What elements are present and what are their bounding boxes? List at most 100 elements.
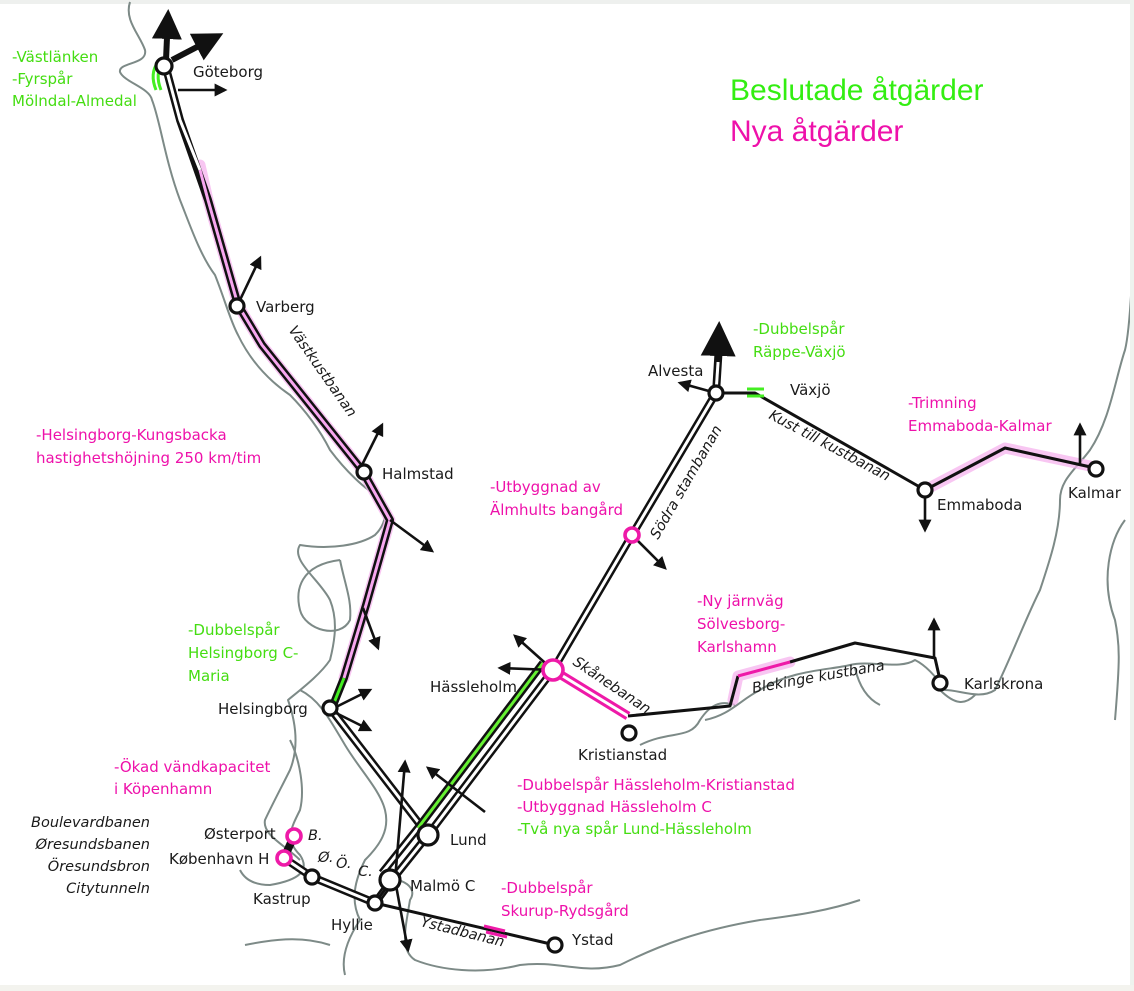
svg-text:-Två nya spår Lund-Hässleholm: -Två nya spår Lund-Hässleholm (517, 820, 752, 838)
station-kastrup[interactable] (303, 868, 321, 886)
label-osterport: Østerport (204, 825, 276, 843)
legend-decided: Beslutade åtgärder (730, 74, 984, 107)
map-border-top (0, 0, 1134, 4)
note-skurup-rydsgard: -Dubbelspår Skurup-Rydsgård (501, 879, 629, 920)
label-ystadbanan: Ystadbanan (419, 914, 506, 950)
line-sodra-stambanan (414, 344, 723, 838)
station-helsingborg[interactable] (321, 699, 339, 717)
note-hassleholm-group: -Dubbelspår Hässleholm-Kristianstad -Utb… (517, 776, 795, 838)
svg-text:Helsingborg C-: Helsingborg C- (188, 644, 298, 662)
coastline-oresund (297, 559, 352, 632)
label-lund: Lund (450, 831, 487, 849)
station-varberg[interactable] (228, 297, 246, 315)
label-kust-till-kustbanan: Kust till kustbanan (766, 407, 892, 484)
coastline-denmark (239, 739, 331, 946)
svg-text:Maria: Maria (188, 667, 230, 685)
svg-text:Mölndal-Almedal: Mölndal-Almedal (12, 92, 137, 110)
annotations: -Västlänken -Fyrspår Mölndal-Almedal -He… (12, 48, 1052, 920)
legend: Beslutade åtgärder Nya åtgärder (730, 74, 984, 148)
svg-text:-Dubbelspår Hässleholm-Kristia: -Dubbelspår Hässleholm-Kristianstad (517, 776, 795, 794)
svg-text:Räppe-Växjö: Räppe-Växjö (753, 343, 846, 361)
note-rappe-vaxjo: -Dubbelspår Räppe-Växjö (753, 320, 846, 361)
svg-text:-Ökad vändkapacitet: -Ökad vändkapacitet (114, 757, 270, 776)
svg-text:-Dubbelspår: -Dubbelspår (188, 621, 280, 639)
station-lund[interactable] (416, 823, 440, 847)
key-boulevardbanen: Boulevardbanen (31, 815, 150, 831)
line-helsingborg-lund (326, 705, 432, 838)
key-citytunneln: Citytunneln (66, 881, 150, 897)
label-emmaboda: Emmaboda (937, 496, 1022, 514)
label-ystad: Ystad (571, 931, 614, 949)
abbrev-o-uml: Ö. (336, 854, 351, 872)
label-vaxjo: Växjö (790, 381, 831, 399)
station-malmo[interactable] (378, 868, 402, 892)
label-alvesta: Alvesta (648, 362, 703, 380)
note-almhult: -Utbyggnad av Älmhults bangård (490, 478, 623, 519)
line-blekinge-kustbana (627, 641, 942, 718)
copenhagen-key: Boulevardbanen Øresundsbanen Öresundsbro… (31, 815, 150, 897)
label-hassleholm: Hässleholm (430, 678, 517, 696)
note-emmaboda-kalmar: -Trimning Emmaboda-Kalmar (908, 394, 1052, 435)
highlight-vastkustbanan (194, 159, 396, 684)
station-hyllie[interactable] (366, 894, 384, 912)
key-oresundsbron: Öresundsbron (48, 857, 150, 875)
svg-text:-Helsingborg-Kungsbacka: -Helsingborg-Kungsbacka (36, 426, 227, 444)
station-kristianstad[interactable] (620, 724, 638, 742)
label-varberg: Varberg (256, 298, 315, 316)
svg-text:hastighetshöjning 250 km/tim: hastighetshöjning 250 km/tim (36, 449, 261, 467)
coastline-west (119, 1, 386, 861)
line-labels: Västkustbanan Södra stambanan Kust till … (285, 323, 893, 950)
station-kobenhavn[interactable] (275, 849, 293, 867)
legend-new: Nya åtgärder (730, 115, 903, 148)
abbrev-c: C. (358, 864, 373, 880)
label-goteborg: Göteborg (193, 63, 263, 81)
svg-text:-Dubbelspår: -Dubbelspår (501, 879, 593, 897)
label-helsingborg: Helsingborg (218, 700, 308, 718)
note-dubbelspar-helsingborg: -Dubbelspår Helsingborg C- Maria (188, 621, 298, 685)
svg-text:-Utbyggnad av: -Utbyggnad av (490, 478, 601, 496)
highlight-emmaboda-kalmar (919, 442, 1096, 496)
label-vastkustbanan: Västkustbanan (285, 323, 360, 420)
key-oresundsbanen-dk: Øresundsbanen (35, 837, 150, 853)
abbrev-b: B. (308, 828, 323, 844)
abbrev-o-slash: Ø. (317, 850, 333, 866)
label-hyllie: Hyllie (331, 916, 373, 934)
svg-text:-Dubbelspår: -Dubbelspår (753, 320, 845, 338)
svg-text:Skurup-Rydsgård: Skurup-Rydsgård (501, 902, 629, 920)
map-border-bottom (0, 985, 1134, 991)
note-vastlanken: -Västlänken -Fyrspår Mölndal-Almedal (12, 48, 137, 110)
svg-text:-Ny järnväg: -Ny järnväg (697, 592, 784, 610)
station-ystad[interactable] (546, 936, 564, 954)
station-goteborg[interactable] (154, 56, 174, 76)
station-karlskrona[interactable] (931, 674, 949, 692)
station-halmstad[interactable] (355, 463, 373, 481)
svg-text:Emmaboda-Kalmar: Emmaboda-Kalmar (908, 417, 1052, 435)
coastline-group (119, 1, 1134, 976)
copenhagen-abbrevs: B. Ø. Ö. C. (308, 828, 373, 880)
note-kopenhamn: -Ökad vändkapacitet i Köpenhamn (114, 757, 270, 798)
station-osterport[interactable] (285, 827, 303, 845)
label-malmo: Malmö C (410, 877, 475, 895)
note-helsingborg-kungsbacka: -Helsingborg-Kungsbacka hastighetshöjnin… (36, 426, 261, 467)
svg-text:Karlshamn: Karlshamn (697, 638, 777, 656)
station-almhult[interactable] (623, 526, 641, 544)
svg-text:-Trimning: -Trimning (908, 394, 977, 412)
station-kalmar[interactable] (1087, 460, 1105, 478)
line-vastkustbanan (151, 61, 394, 710)
svg-text:-Utbyggnad Hässleholm C: -Utbyggnad Hässleholm C (517, 798, 712, 816)
station-hassleholm[interactable] (541, 658, 565, 682)
station-labels: Göteborg Varberg Halmstad Helsingborg Hä… (169, 63, 1122, 949)
label-kristianstad: Kristianstad (578, 746, 667, 764)
label-halmstad: Halmstad (382, 465, 454, 483)
label-kalmar: Kalmar (1068, 484, 1122, 502)
station-alvesta[interactable] (707, 384, 725, 402)
svg-text:i Köpenhamn: i Köpenhamn (114, 780, 212, 798)
svg-text:-Västlänken: -Västlänken (12, 48, 98, 66)
label-karlskrona: Karlskrona (964, 675, 1043, 693)
svg-text:-Fyrspår: -Fyrspår (12, 70, 73, 88)
station-emmaboda[interactable] (916, 481, 934, 499)
coastline-skane (299, 199, 1134, 976)
map-border-right (1130, 0, 1134, 991)
label-kobenhavn: København H (169, 850, 269, 868)
